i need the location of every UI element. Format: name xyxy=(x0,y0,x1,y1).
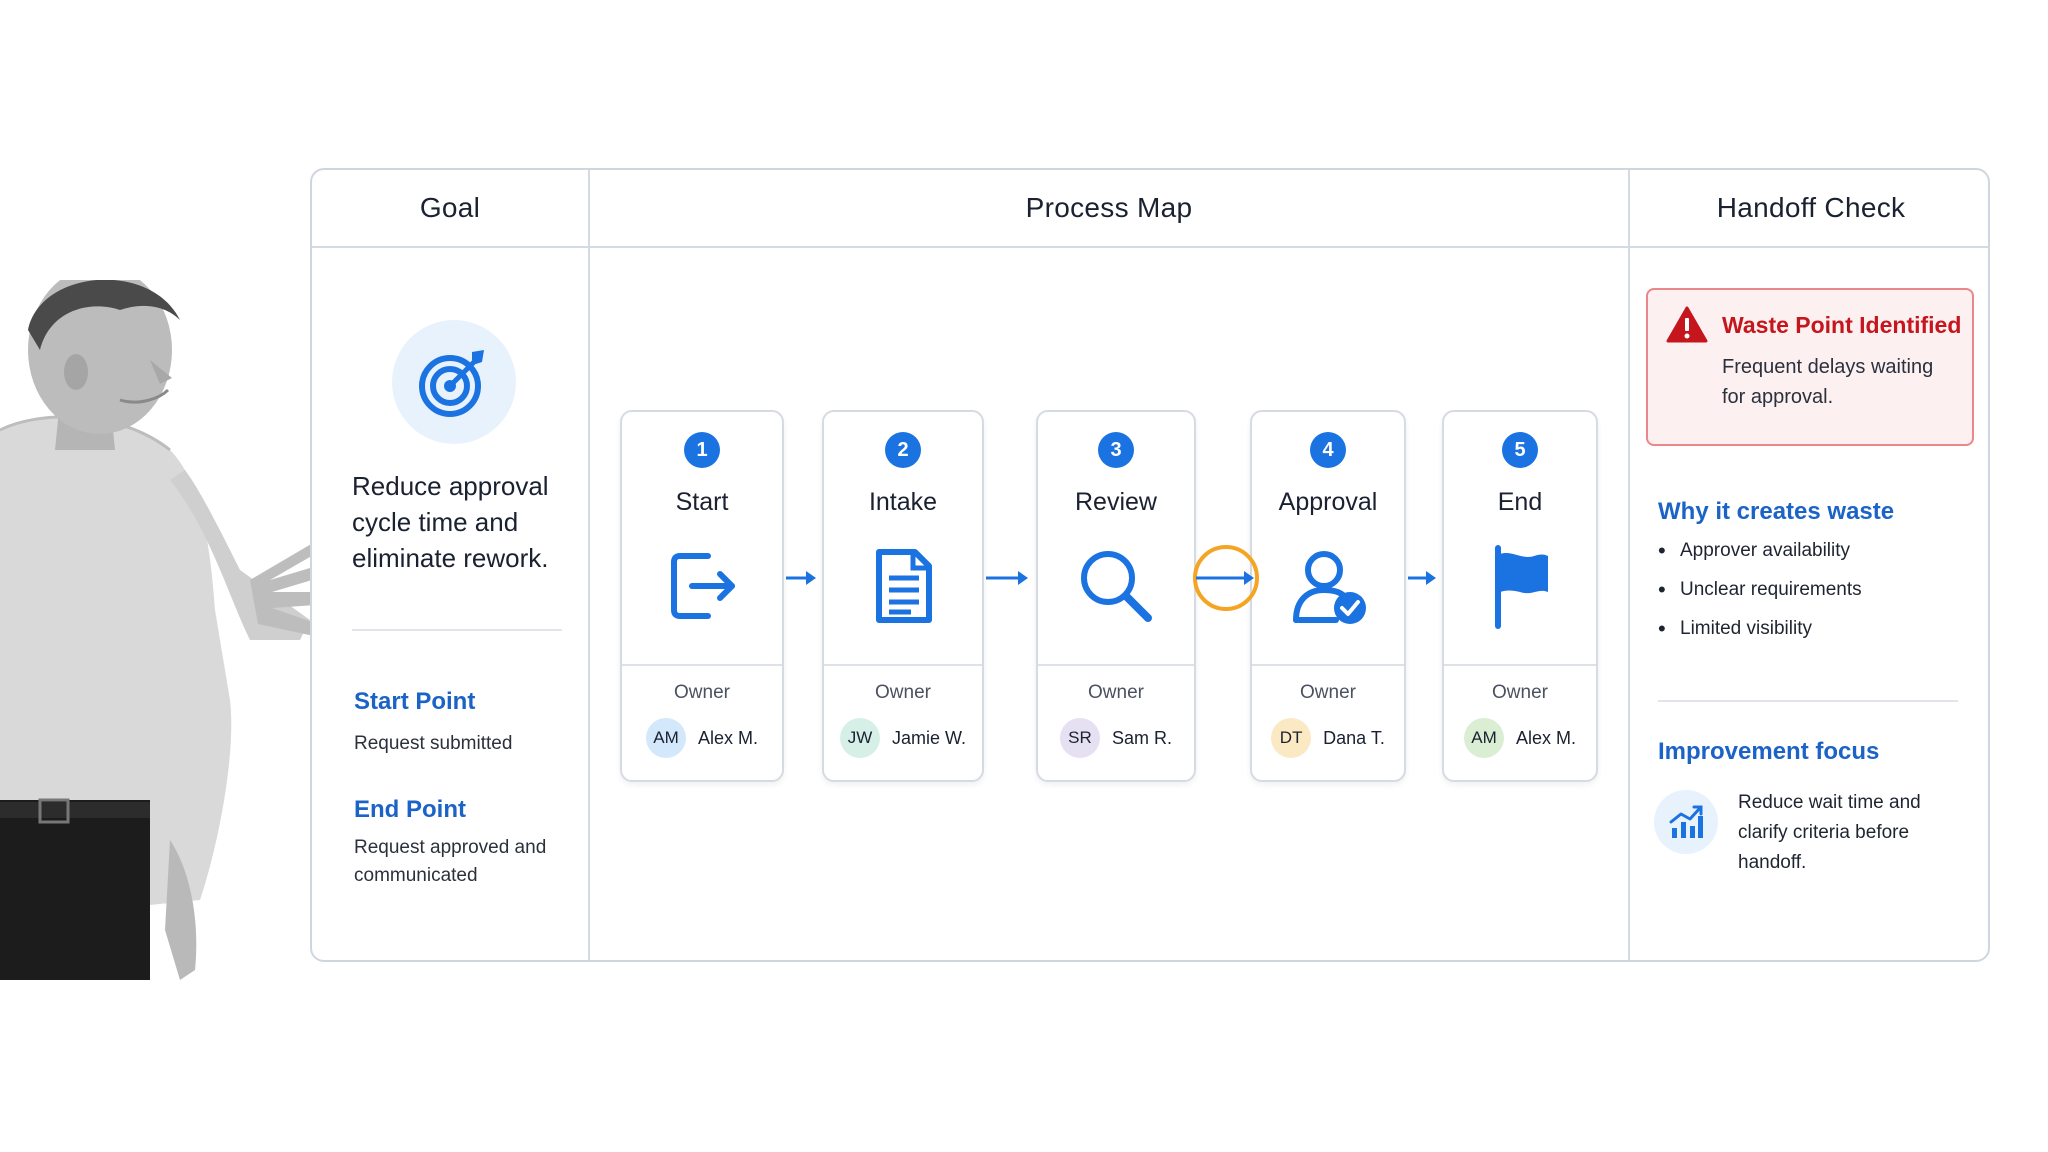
handoff-header: Handoff Check xyxy=(1630,170,1988,248)
why-title: Why it creates waste xyxy=(1658,498,1895,525)
waste-alert: Waste Point Identified Frequent delays w… xyxy=(1646,288,1974,446)
step-owner: DT Dana T. xyxy=(1252,718,1404,758)
list-item: Unclear requirements xyxy=(1658,577,1862,618)
step-card-approval[interactable]: 4 Approval Owner DT Dana T. xyxy=(1250,410,1406,782)
step-card-end[interactable]: 5 End Owner AM Alex M. xyxy=(1442,410,1598,782)
step-card-start[interactable]: 1 Start Owner AM Alex M. xyxy=(620,410,784,782)
process-map-column: Process Map 1 Start Owner AM Alex M. 2 I… xyxy=(590,170,1630,960)
start-point-title: Start Point xyxy=(354,688,476,715)
step-divider xyxy=(1444,664,1596,666)
end-point-value: Request approved and communicated xyxy=(354,837,547,886)
step-card-intake[interactable]: 2 Intake Owner JW Jamie W. xyxy=(822,410,984,782)
step-number: 5 xyxy=(1502,432,1538,468)
avatar: DT xyxy=(1271,718,1312,758)
step-owner: SR Sam R. xyxy=(1038,718,1194,758)
avatar: AM xyxy=(1463,718,1504,758)
avatar: JW xyxy=(839,718,880,758)
end-point-title: End Point xyxy=(354,796,466,823)
alert-body: Frequent delays waiting for approval. xyxy=(1722,356,1934,408)
step-divider xyxy=(1252,664,1404,666)
step-label: Approval xyxy=(1278,488,1378,516)
growth-chart-icon xyxy=(1654,790,1718,854)
step-owner: AM Alex M. xyxy=(622,718,782,758)
process-map-header: Process Map xyxy=(590,170,1628,248)
step-divider xyxy=(824,664,982,666)
step-number: 3 xyxy=(1098,432,1134,468)
warning-icon xyxy=(1666,306,1708,343)
step-label: Review xyxy=(1075,488,1157,516)
owner-label: Owner xyxy=(875,682,931,703)
step-label: Intake xyxy=(868,488,938,516)
goal-column: Goal Reduce approval cycle time and elim… xyxy=(312,170,590,960)
list-item: Approver availability xyxy=(1658,538,1862,579)
waste-reasons-list: Approver availability Unclear requiremen… xyxy=(1658,538,1862,657)
target-icon xyxy=(392,320,516,444)
document-icon xyxy=(876,549,932,623)
focus-title: Improvement focus xyxy=(1658,738,1880,765)
goal-divider xyxy=(352,629,562,631)
handoff-column: Handoff Check Waste Point Identified Fre… xyxy=(1630,170,1988,960)
presenter-illustration xyxy=(0,280,332,980)
flag-icon xyxy=(1495,545,1548,629)
owner-name: Dana T. xyxy=(1323,727,1385,748)
step-number: 1 xyxy=(684,432,720,468)
goal-header: Goal xyxy=(312,170,588,248)
handoff-divider xyxy=(1658,700,1958,702)
owner-name: Alex M. xyxy=(697,727,758,748)
step-number: 2 xyxy=(885,432,921,468)
step-label: End xyxy=(1497,488,1543,516)
owner-name: Sam R. xyxy=(1111,727,1172,748)
step-number: 4 xyxy=(1310,432,1346,468)
process-board: Goal Reduce approval cycle time and elim… xyxy=(310,168,1990,962)
focus-body: Reduce wait time and clarify criteria be… xyxy=(1738,792,1921,873)
owner-label: Owner xyxy=(1088,682,1144,703)
step-divider xyxy=(1038,664,1194,666)
start-point-value: Request submitted xyxy=(354,733,513,754)
step-owner: JW Jamie W. xyxy=(824,718,982,758)
user-check-icon xyxy=(1293,551,1366,624)
owner-label: Owner xyxy=(674,682,730,703)
owner-name: Alex M. xyxy=(1515,727,1576,748)
owner-label: Owner xyxy=(1492,682,1548,703)
step-divider xyxy=(622,664,782,666)
list-item: Limited visibility xyxy=(1658,616,1862,657)
avatar: SR xyxy=(1059,718,1100,758)
owner-label: Owner xyxy=(1300,682,1356,703)
owner-name: Jamie W. xyxy=(891,727,966,748)
step-owner: AM Alex M. xyxy=(1444,718,1596,758)
avatar: AM xyxy=(645,718,686,758)
alert-title: Waste Point Identified xyxy=(1722,312,1962,338)
magnifier-icon xyxy=(1081,551,1152,622)
step-card-review[interactable]: 3 Review Owner SR Sam R. xyxy=(1036,410,1196,782)
step-label: Start xyxy=(675,488,729,516)
goal-statement: Reduce approval cycle time and eliminate… xyxy=(352,471,549,573)
exit-arrow-icon xyxy=(671,553,735,619)
